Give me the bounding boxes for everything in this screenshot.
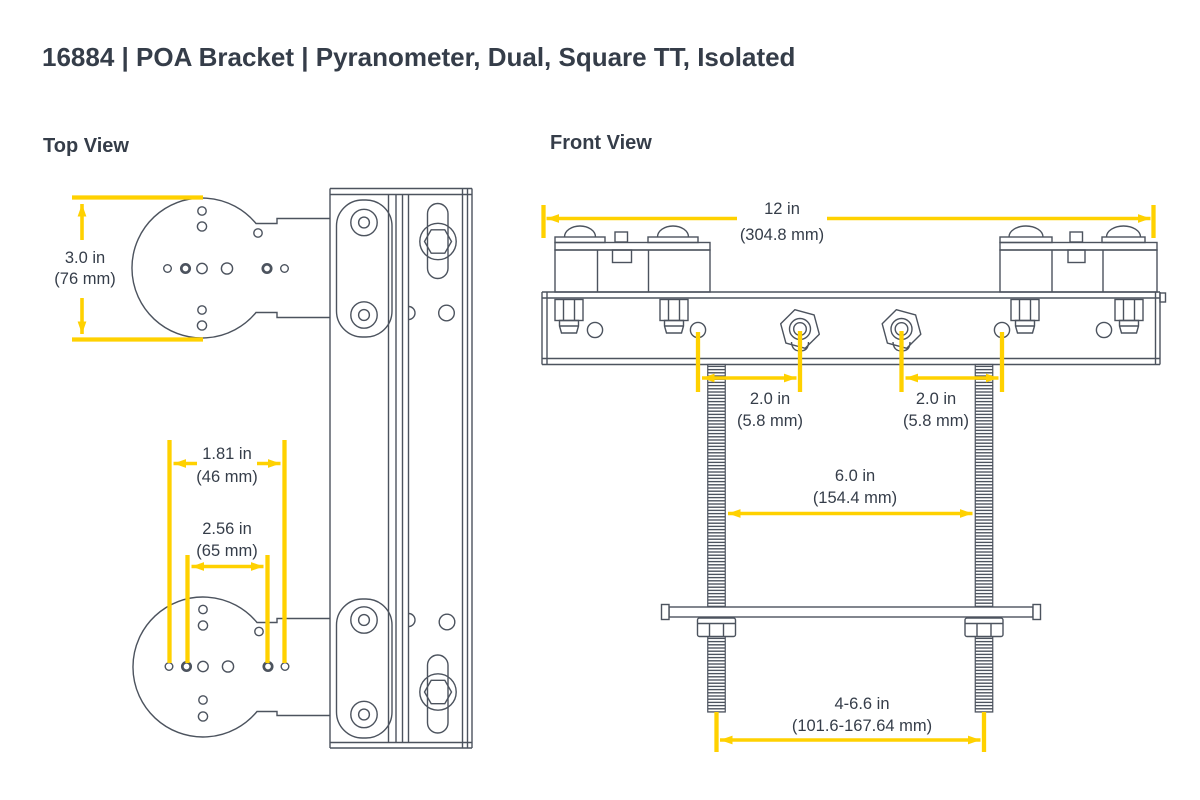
- base-plate: [668, 606, 1034, 618]
- base-plate-end-cap: [660, 603, 670, 621]
- base-plate-end-cap: [1032, 603, 1042, 621]
- hex-nut: [696, 617, 737, 638]
- dim-plate-height: 3.0 in (76 mm): [54, 195, 203, 342]
- page-title: 16884 | POA Bracket | Pyranometer, Dual,…: [42, 42, 795, 72]
- threaded-rod: [974, 363, 994, 713]
- bar-hole: [1095, 321, 1113, 339]
- dim-left-offset: 2.0 in (5.8 mm): [695, 331, 803, 430]
- hex-nut: [964, 617, 1004, 638]
- top-view-label: Top View: [43, 135, 129, 157]
- rail-detents: [408, 305, 416, 628]
- rail-hex-bolt-lower: [419, 654, 457, 734]
- clamp-screws: [350, 208, 378, 729]
- bar-hole: [586, 321, 604, 339]
- dim-width-metric: (304.8 mm): [740, 226, 824, 244]
- dim-rod-spacing-metric: (154.4 mm): [813, 489, 897, 507]
- rail-hex-bolt-upper: [419, 202, 457, 280]
- dim-right-offset: 2.0 in (5.8 mm): [899, 331, 1005, 430]
- rail-hole: [438, 304, 456, 322]
- dim-right-offset-metric: (5.8 mm): [903, 412, 969, 430]
- lower-clamp-tab: [335, 598, 393, 739]
- dim-inner-value: 2.56 in: [202, 520, 252, 538]
- dim-hole-spacing-outer: 1.81 in (46 mm): [167, 440, 287, 663]
- t-bolt: [1114, 298, 1144, 334]
- upper-plate-holes: [162, 206, 290, 331]
- dim-left-offset-metric: (5.8 mm): [737, 412, 803, 430]
- dim-rod-range-metric: (101.6-167.64 mm): [792, 717, 932, 735]
- dim-hole-spacing-inner: 2.56 in (65 mm): [185, 520, 270, 663]
- dim-rod-range: 4-6.6 in (101.6-167.64 mm): [714, 695, 987, 752]
- front-view-label: Front View: [550, 132, 652, 154]
- dim-plate-height-metric: (76 mm): [54, 270, 115, 288]
- t-bolt: [554, 298, 584, 334]
- mounting-bar: [541, 291, 1161, 366]
- t-bolt: [1010, 298, 1040, 334]
- top-view: 3.0 in (76 mm) 1.81 in (46 mm) 2.56 in (…: [54, 187, 473, 749]
- front-view: 12 in (304.8 mm) 2.0 in (5.8 mm) 2.0 in …: [541, 200, 1167, 752]
- dim-right-offset-value: 2.0 in: [916, 390, 956, 408]
- threaded-rod: [707, 363, 726, 713]
- sensor-plates-outline: [131, 197, 330, 738]
- dim-outer-value: 1.81 in: [202, 445, 252, 463]
- dim-width-value: 12 in: [764, 200, 800, 218]
- right-clamp-block: [999, 225, 1158, 293]
- upper-clamp-tab: [335, 199, 393, 338]
- bar-end-tab: [1159, 292, 1167, 303]
- dim-rod-range-value: 4-6.6 in: [834, 695, 889, 713]
- mounting-rail: [329, 187, 473, 749]
- left-clamp-block: [554, 225, 711, 293]
- dim-plate-height-value: 3.0 in: [65, 249, 105, 267]
- dim-outer-metric: (46 mm): [196, 468, 257, 486]
- dim-rod-spacing: 6.0 in (154.4 mm): [728, 467, 973, 518]
- t-bolt: [659, 298, 689, 334]
- dim-overall-width: 12 in (304.8 mm): [541, 200, 1156, 244]
- dim-inner-metric: (65 mm): [196, 542, 257, 560]
- dim-left-offset-value: 2.0 in: [750, 390, 790, 408]
- rail-hole: [438, 613, 456, 631]
- dim-rod-spacing-value: 6.0 in: [835, 467, 875, 485]
